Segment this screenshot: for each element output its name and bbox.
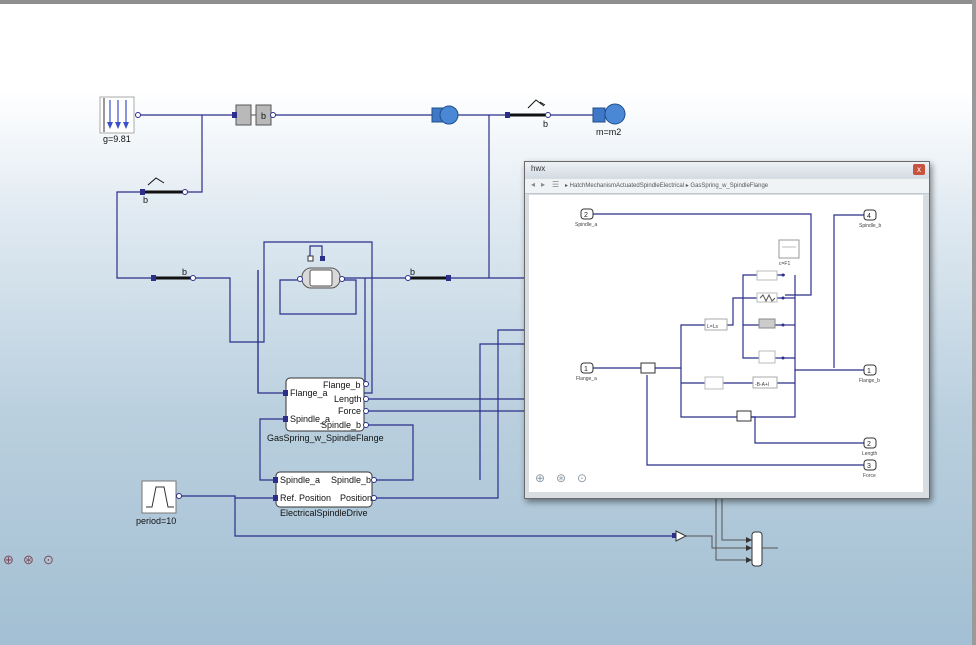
joint-left-lower[interactable] <box>151 275 196 281</box>
gas-spring-port-length: Length <box>334 394 362 404</box>
subsystem-zoom-in-icon[interactable]: ⊕ <box>535 471 546 485</box>
sub-split-block[interactable] <box>736 410 752 422</box>
sub-spring-block[interactable] <box>756 270 785 281</box>
subsystem-canvas[interactable]: 2 Spindle_a 4 Spindle_b 1 Flange_a 1 Fla… <box>529 195 923 492</box>
window-top-border <box>0 0 976 4</box>
zoom-reset-icon[interactable]: ⊛ <box>23 552 34 567</box>
gas-spring-port-flange-b: Flange_b <box>323 380 361 390</box>
sub-sensor2-block[interactable] <box>704 376 724 390</box>
sub-port-force-label: Force <box>863 473 876 479</box>
sub-port-force[interactable] <box>863 459 877 471</box>
sub-port-flange-a-num: 1 <box>584 366 588 373</box>
sub-gain-block[interactable] <box>704 318 728 331</box>
joint-left-upper-b-label: b <box>143 195 148 205</box>
sub-port-spindle-b[interactable] <box>863 209 877 221</box>
subsystem-window[interactable]: hwx x ◂ ▸ ☰ ▸ HatchMechanismActuatedSpin… <box>524 161 930 499</box>
close-icon[interactable]: x <box>913 164 925 175</box>
gas-spring-port-spindle-b: Spindle_b <box>321 420 361 430</box>
sub-port-spindle-a-label: Spindle_a <box>575 222 597 228</box>
sub-port-length[interactable] <box>863 437 877 449</box>
joint-middle-b-label: b <box>410 267 415 277</box>
joint-left-upper[interactable] <box>140 177 188 195</box>
back-icon[interactable]: ◂ <box>531 180 536 189</box>
gas-spring-port-spindle-a: Spindle_a <box>290 414 330 424</box>
sub-port-flange-b[interactable] <box>863 364 877 376</box>
gas-spring-port-force: Force <box>338 406 361 416</box>
sub-port-spindle-b-num: 4 <box>867 213 871 220</box>
joint-left-lower-b-label: b <box>182 267 187 277</box>
breadcrumb[interactable]: ▸ HatchMechanismActuatedSpindleElectrica… <box>565 183 769 189</box>
subsystem-zoom-fit-icon[interactable]: ⊙ <box>577 471 588 485</box>
sub-damper-block[interactable] <box>756 292 785 303</box>
sub-port-flange-a-label: Flange_a <box>576 376 597 382</box>
subsystem-zoom-reset-icon[interactable]: ⊛ <box>556 471 567 485</box>
sub-port-length-label: Length <box>862 451 878 457</box>
sub-port-spindle-b-label: Spindle_b <box>859 223 881 229</box>
sub-port-force-num: 3 <box>867 463 871 470</box>
small-sum-block[interactable] <box>746 531 763 567</box>
signal-source-label: period=10 <box>136 516 176 526</box>
gas-spring-block[interactable] <box>283 377 369 432</box>
sub-sum-block[interactable] <box>752 376 778 389</box>
spindle-drive-port-ref-position: Ref. Position <box>280 493 331 503</box>
sub-port-flange-a[interactable] <box>580 362 594 374</box>
window-right-border <box>972 0 976 645</box>
connection-wires <box>116 114 778 561</box>
gravity-block[interactable] <box>99 96 141 134</box>
signal-source-block[interactable] <box>141 480 182 514</box>
sub-port-length-num: 2 <box>867 441 871 448</box>
zoom-in-icon[interactable]: ⊕ <box>3 552 14 567</box>
spindle-drive-name: ElectricalSpindleDrive <box>280 508 368 518</box>
gray-block-b-label: b <box>261 111 266 121</box>
joint-top[interactable] <box>505 99 551 118</box>
joint-top-b-label: b <box>543 119 548 129</box>
spindle-drive-port-spindle-a: Spindle_a <box>280 475 320 485</box>
sub-stop-block[interactable] <box>758 350 785 364</box>
sub-sensor-block[interactable] <box>640 362 656 374</box>
gravity-label: g=9.81 <box>103 134 131 144</box>
subsystem-window-title: hwx <box>531 164 546 173</box>
sub-port-flange-b-num: 1 <box>867 368 871 375</box>
subsystem-nav-bar: ◂ ▸ ☰ ▸ HatchMechanismActuatedSpindleEle… <box>525 179 929 194</box>
forward-icon[interactable]: ▸ <box>541 180 546 189</box>
gray-connector-block[interactable] <box>232 104 276 126</box>
mass-label: m=m2 <box>596 127 621 137</box>
sub-port-spindle-a[interactable] <box>580 208 594 220</box>
gas-spring-port-flange-a: Flange_a <box>290 388 328 398</box>
sub-gain-label: L=Ls <box>707 324 718 330</box>
spindle-drive-port-position: Position <box>340 493 372 503</box>
small-gain-block[interactable] <box>672 530 688 542</box>
subsystem-wires <box>589 213 868 466</box>
sub-mass-block[interactable] <box>758 318 785 329</box>
joint-middle[interactable] <box>405 275 452 281</box>
central-mechanism[interactable] <box>297 255 345 289</box>
spindle-drive-port-spindle-b: Spindle_b <box>331 475 371 485</box>
zoom-fit-icon[interactable]: ⊙ <box>43 552 54 567</box>
motor-body[interactable] <box>431 105 459 125</box>
sub-sum-label: -B-A+I <box>755 382 769 388</box>
subsystem-diagram: 2 Spindle_a 4 Spindle_b 1 Flange_a 1 Fla… <box>575 208 881 479</box>
sub-port-spindle-a-num: 2 <box>584 212 588 219</box>
sub-const-block[interactable] <box>778 239 800 259</box>
gas-spring-name: GasSpring_w_SpindleFlange <box>267 433 384 443</box>
subsystem-window-titlebar[interactable]: hwx x <box>525 162 929 178</box>
mass-block[interactable] <box>592 103 626 125</box>
sub-port-flange-b-label: Flange_b <box>859 378 880 384</box>
sub-const-label: c=F1 <box>779 261 790 267</box>
list-icon[interactable]: ☰ <box>552 180 560 189</box>
spindle-drive-block[interactable] <box>273 471 377 508</box>
